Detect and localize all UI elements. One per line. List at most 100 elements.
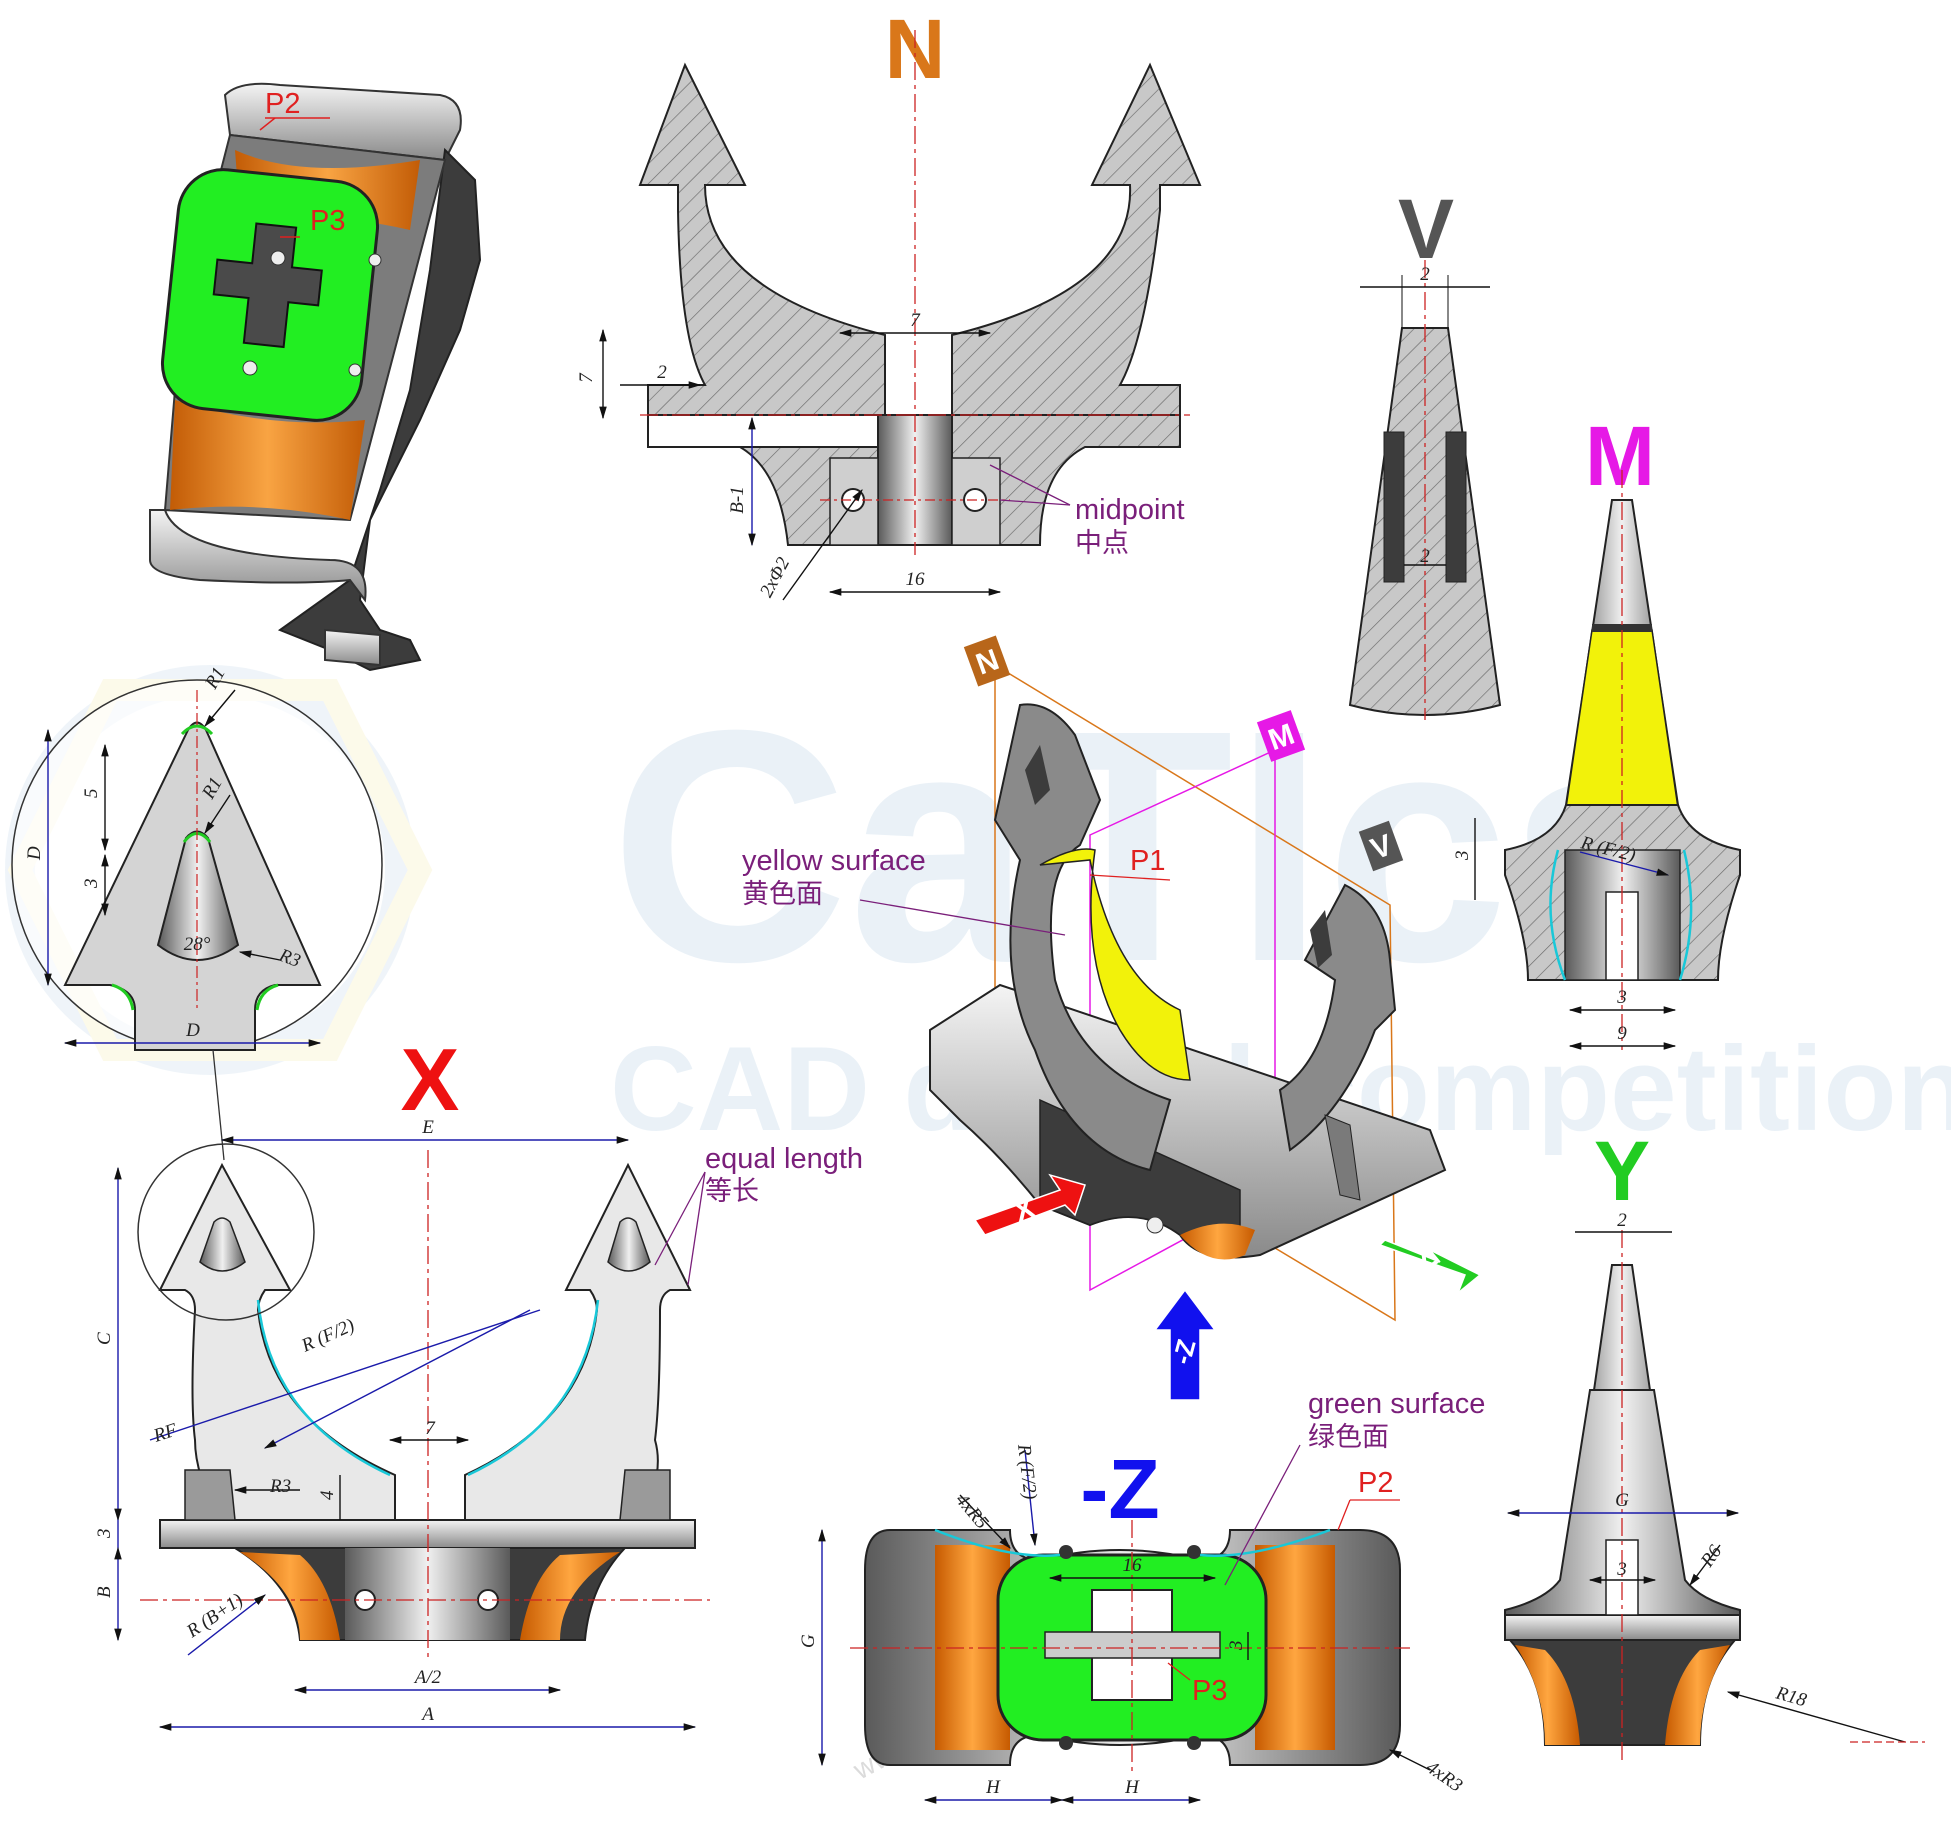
z-dim-3-text: 3 xyxy=(1226,1641,1247,1652)
x-dim-r3-text: R3 xyxy=(269,1476,291,1497)
detail-fillet-left xyxy=(111,983,135,1011)
iso-c-right-arm xyxy=(1278,883,1397,1152)
view-label-y: Y xyxy=(1594,1124,1650,1218)
iso-tl-p2-label: P2 xyxy=(265,88,300,120)
x-dim-rf2 xyxy=(263,1309,531,1449)
detail-view: D 5 3 R1 R1 28° R3 D xyxy=(11,664,383,1161)
iso-tl-p3-label: P3 xyxy=(310,205,345,237)
y-dim-slot-text: 3 xyxy=(1616,1559,1627,1580)
z-dim-r5 xyxy=(959,1494,1011,1549)
x-orange-right xyxy=(520,1552,620,1640)
x-cyan-fillet-left xyxy=(256,1299,391,1477)
iso-tl-p2-leader xyxy=(259,117,276,131)
z-dim-h1-text: H xyxy=(985,1777,1001,1798)
view-label-m: M xyxy=(1585,409,1655,503)
x-dim-rf-text: RF xyxy=(150,1419,180,1447)
detail-dim-d-vert-text: D xyxy=(24,846,45,861)
x-gusset-left xyxy=(184,1469,236,1521)
view-label-n: N xyxy=(885,2,946,96)
z-hole-1 xyxy=(1059,1545,1073,1559)
z-green-leader xyxy=(1224,1444,1301,1586)
detail-dim-d-horiz-text: D xyxy=(185,1020,200,1041)
detail-dim-angle-text: 28° xyxy=(184,934,211,955)
n-midpoint-leader-2 xyxy=(999,499,1071,506)
iso-c-yellow-leader xyxy=(859,899,1066,936)
z-green-note: green surface xyxy=(1308,1388,1485,1420)
v-dim-top-text: 2 xyxy=(1420,264,1430,285)
y-dim-top-text: 2 xyxy=(1617,1210,1627,1231)
iso-c-p1-leader xyxy=(1089,874,1171,881)
iso-tl-front-plate xyxy=(149,509,367,603)
iso-tl-hole-4 xyxy=(348,363,362,377)
y-view: 2 G 3 R6 R18 xyxy=(1504,1210,1925,1760)
detail-inner-point xyxy=(156,830,240,961)
detail-fillet-top xyxy=(180,724,214,736)
x-dim-3-text: 3 xyxy=(94,1529,115,1540)
z-green-note-zh: 绿色面 xyxy=(1308,1422,1389,1453)
z-p3-label: P3 xyxy=(1192,1675,1227,1707)
view-label-minus-z: -Z xyxy=(1080,1442,1159,1536)
watermark-brand: CaTIcs xyxy=(610,661,1692,1030)
x-dim-c-text: C xyxy=(94,1332,115,1345)
m-fillet-right xyxy=(1678,849,1693,981)
v-view-section: 2 2 xyxy=(1348,260,1502,720)
n-dim-height-text: 7 xyxy=(576,372,597,383)
z-dim-r5-text: 4xR5 xyxy=(951,1490,992,1533)
x-dim-e-text: E xyxy=(421,1117,434,1138)
iso-tl-hole-3 xyxy=(368,253,382,267)
z-p2-label: P2 xyxy=(1358,1467,1393,1499)
n-dim-b1-text: B-1 xyxy=(727,486,748,513)
x-dim-rf2-text: R (F/2) xyxy=(298,1315,358,1357)
iso-c-tag-n: N xyxy=(963,635,1011,687)
y-dim-r6-text: R6 xyxy=(1696,1541,1726,1572)
iso-c-axis-y: Y xyxy=(1378,1239,1482,1296)
iso-c-yellow-face xyxy=(1039,848,1191,1081)
m-dark-band xyxy=(1592,624,1652,632)
detail-dim-5-text: 5 xyxy=(81,789,102,799)
x-dim-4-text: 4 xyxy=(317,1490,338,1500)
y-dim-r6 xyxy=(1689,1544,1721,1587)
y-dim-r18 xyxy=(1726,1691,1906,1743)
x-dim-b-text: B xyxy=(94,1586,115,1598)
x-gusset-right xyxy=(619,1469,671,1521)
y-orange-left xyxy=(1515,1645,1580,1745)
z-p3-leader xyxy=(1167,1662,1191,1681)
m-dim-h3-text: 3 xyxy=(1452,851,1473,862)
x-detail-circle xyxy=(137,1143,315,1321)
iso-c-tag-v: V xyxy=(1358,820,1404,872)
iso-tl-orange-bottom xyxy=(170,400,365,520)
z-p2-leader xyxy=(1337,1499,1351,1531)
z-hole-4 xyxy=(1187,1736,1201,1750)
y-dim-g-text: G xyxy=(1615,1490,1629,1511)
detail-fillet-right xyxy=(255,983,279,1011)
m-dim-rf2 xyxy=(1579,851,1670,876)
iso-tl-side xyxy=(277,147,482,672)
view-label-x: X xyxy=(401,1030,460,1129)
z-hole-3 xyxy=(1059,1736,1073,1750)
x-dim-a-text: A xyxy=(420,1704,434,1725)
z-dim-rf2-text: R (F/2) xyxy=(1013,1442,1041,1501)
iso-view-center: yellow surface 黄色面 P1 N M V X Y -Z xyxy=(742,635,1482,1401)
z-dim-g-text: G xyxy=(798,1634,819,1648)
iso-c-plane-n xyxy=(994,663,1396,1322)
x-dim-rf xyxy=(149,1309,541,1441)
y-dim-r18-text: R18 xyxy=(1773,1682,1810,1711)
z-dim-16-text: 16 xyxy=(1123,1555,1143,1576)
z-cyan-top xyxy=(934,1528,1331,1557)
x-dim-a2-text: A/2 xyxy=(413,1667,442,1688)
iso-c-yellow-note: yellow surface xyxy=(742,845,926,877)
iso-c-yellow-note-zh: 黄色面 xyxy=(742,879,823,910)
iso-c-hole xyxy=(1146,1216,1164,1234)
iso-c-rib xyxy=(1324,1114,1361,1201)
z-dim-h2-text: H xyxy=(1124,1777,1140,1798)
m-dim-base-text: 9 xyxy=(1617,1023,1627,1044)
iso-c-tag-m: M xyxy=(1256,710,1306,762)
n-dim-step-text: 2 xyxy=(657,362,667,383)
n-section-body xyxy=(638,62,1202,546)
x-orange-left xyxy=(240,1552,340,1640)
v-slot-right xyxy=(1445,431,1467,583)
x-dim-7-text: 7 xyxy=(425,1418,436,1439)
n-view-section: 7 7 2 B-1 2xΦ2 16 midpoint 中点 xyxy=(576,30,1202,601)
m-view-section: R (F/2) 3 3 9 xyxy=(1452,470,1741,1050)
